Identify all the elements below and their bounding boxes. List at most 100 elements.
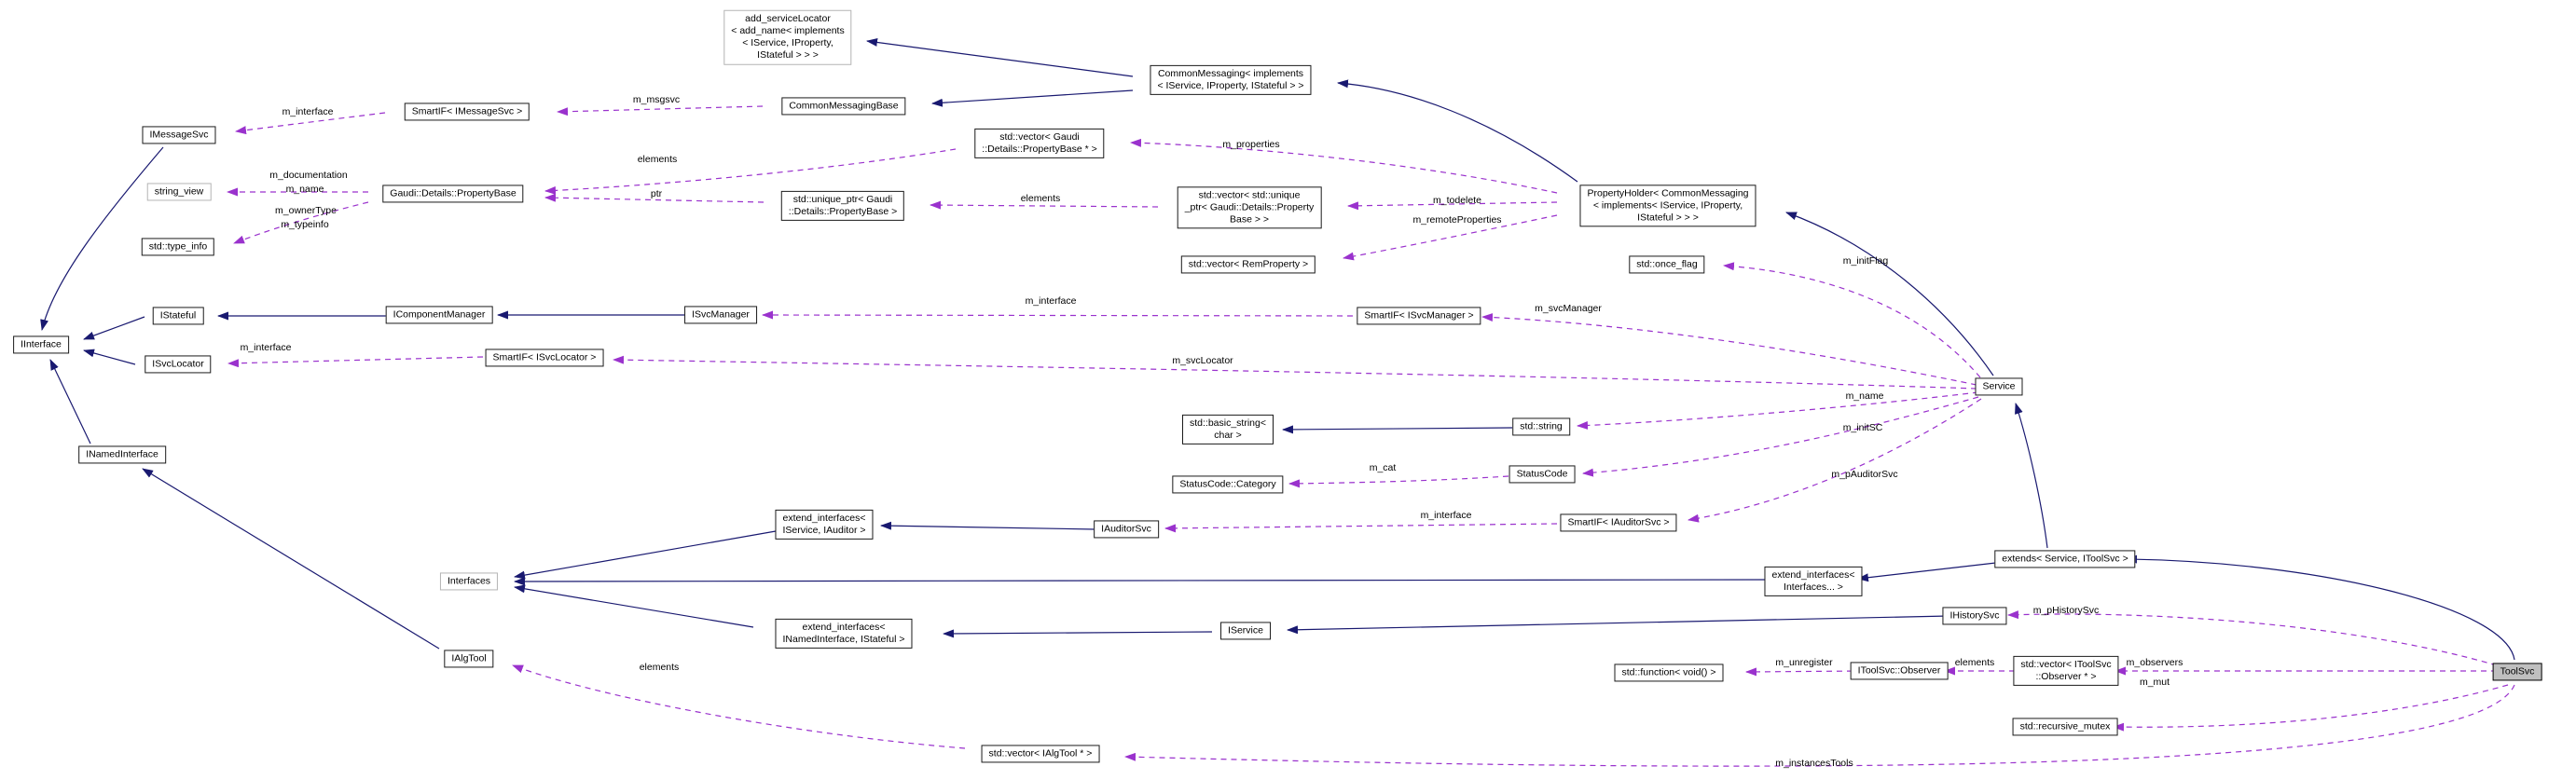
node-toolsvc[interactable]: ToolSvc [2492,663,2542,681]
edge-smartif-iauditorsvc-member [1164,523,1558,533]
node-label-line: std::type_info [148,240,208,253]
node-label-line: std::vector< RemProperty > [1188,258,1309,270]
edge-inamedinterface-to-iinterface [49,359,91,445]
edge-ialgtool-to-inamedinterface [142,468,440,650]
node-vector_itoolsvc_observer[interactable]: std::vector< IToolSvc::Observer * > [2013,655,2119,687]
node-add_service_locator[interactable]: add_serviceLocator< add_name< implements… [723,9,852,65]
edge-label-m_msgsvc: m_msgsvc [633,94,680,105]
node-interfaces[interactable]: Interfaces [439,572,499,591]
node-icomponent_manager[interactable]: IComponentManager [385,306,493,324]
node-smartif_iauditorsvc[interactable]: SmartIF< IAuditorSvc > [1560,513,1677,532]
node-label-line: IStateful > > > [1637,212,1699,224]
node-label-line: PropertyHolder< CommonMessaging [1587,187,1749,199]
edge-vectorpropertybase-elements [544,148,957,195]
edge-label-m_todelete: m_todelete [1433,195,1481,206]
node-ialgtool[interactable]: IAlgTool [444,650,494,668]
edge-commonmessagingbase-msgsvc [557,105,764,116]
node-ihistorysvc[interactable]: IHistorySvc [1942,607,2007,625]
node-label-line: Service [1982,380,2016,392]
edge-iauditorsvc-to-extendinterfaces [880,521,1096,530]
node-vector_property_base_ptr[interactable]: std::vector< Gaudi::Details::PropertyBas… [974,128,1105,159]
edge-service-name [1577,391,1979,430]
edge-smartif-imessagesvc-member [235,112,386,135]
node-label-line: Interfaces [447,575,491,587]
node-label-line: extend_interfaces< [1771,568,1855,581]
node-label-line: ISvcLocator [152,358,204,370]
edge-service-initflag [1723,262,1981,378]
edge-propertyholder-to-commonmessaging [1337,79,1578,183]
edge-extendinterfaces-auditor-to-interfaces [514,530,777,580]
node-label-line: SmartIF< ISvcManager > [1364,309,1474,322]
node-common_messaging[interactable]: CommonMessaging< implements< IService, I… [1150,64,1312,96]
node-iinterface[interactable]: IInterface [13,335,69,354]
node-extends_service_itoolsvc[interactable]: extends< Service, IToolSvc > [1994,550,2136,568]
node-label-line: IAlgTool [451,652,487,664]
node-statuscode_category[interactable]: StatusCode::Category [1172,475,1284,494]
node-common_messaging_base[interactable]: CommonMessagingBase [781,97,906,116]
node-istateful[interactable]: IStateful [152,307,204,325]
edge-label-elements: elements [640,662,680,673]
node-std_recursive_mutex[interactable]: std::recursive_mutex [2012,718,2118,736]
node-std_string[interactable]: std::string [1512,417,1570,436]
node-std_type_info[interactable]: std::type_info [141,238,215,256]
edge-label-m_pAuditorSvc: m_pAuditorSvc [1831,469,1897,480]
node-iservice[interactable]: IService [1220,622,1271,640]
edge-label-ptr: ptr [651,188,663,199]
edge-label-m_initFlag: m_initFlag [1843,255,1889,267]
node-extend_iservice_iauditor[interactable]: extend_interfaces<IService, IAuditor > [775,509,874,541]
node-vector_ialgtool[interactable]: std::vector< IAlgTool * > [981,745,1100,763]
node-label-line: std::string [1520,420,1563,432]
node-inamedinterface[interactable]: INamedInterface [78,445,166,464]
node-smartif_isvcmanager[interactable]: SmartIF< ISvcManager > [1357,307,1481,325]
node-extend_inamed_istateful[interactable]: extend_interfaces<INamedInterface, IStat… [775,618,913,650]
edge-label-m_typeinfo: m_typeinfo [281,219,329,230]
node-std_basic_string[interactable]: std::basic_string<char > [1181,414,1274,445]
node-statuscode[interactable]: StatusCode [1508,465,1576,484]
node-itoolsvc_observer[interactable]: IToolSvc::Observer [1850,662,1949,680]
node-isvclocator[interactable]: ISvcLocator [145,355,212,374]
node-label-line: StatusCode::Category [1179,478,1276,490]
edge-toolsvc-instancestools [1124,684,2515,767]
edge-label-m_mut: m_mut [2140,677,2170,688]
node-label-line: IService [1228,624,1263,636]
node-property_holder[interactable]: PropertyHolder< CommonMessaging< impleme… [1579,185,1756,227]
node-extend_interfaces_dots[interactable]: extend_interfaces<Interfaces... > [1764,566,1863,597]
node-label-line: extend_interfaces< [782,512,866,524]
node-label-line: IStateful [159,309,197,322]
node-label-line: < implements< IService, IProperty, [1592,199,1743,212]
edge-vectorialgtool-elements [512,664,966,749]
node-std_function_void[interactable]: std::function< void() > [1614,664,1724,682]
edge-extendinterfaces-dots-to-interfaces [514,577,1777,586]
edge-iservice-to-extendinterfaces-named [943,629,1213,638]
edge-label-m_svcLocator: m_svcLocator [1172,355,1233,366]
edge-toolsvc-mut [2113,684,2509,732]
edge-service-svclocator [613,355,1977,390]
node-label-line: _ptr< Gaudi::Details::Property [1184,201,1315,213]
edge-extendinterfaces-named-to-interfaces [514,584,754,628]
edge-label-elements: elements [1021,193,1061,204]
node-label-line: Gaudi::Details::PropertyBase [390,187,517,199]
node-std_once_flag[interactable]: std::once_flag [1629,255,1705,274]
node-label-line: SmartIF< IMessageSvc > [411,105,523,117]
node-string_view[interactable]: string_view [146,183,212,201]
node-unique_ptr_property_base[interactable]: std::unique_ptr< Gaudi::Details::Propert… [780,190,905,222]
edge-statuscode-cat [1288,475,1509,488]
node-imessagesvc[interactable]: IMessageSvc [142,126,216,144]
edge-label-m_pHistorySvc: m_pHistorySvc [2033,605,2100,616]
node-service[interactable]: Service [1975,377,2023,396]
node-iauditorsvc[interactable]: IAuditorSvc [1094,520,1159,539]
node-isvc_manager[interactable]: ISvcManager [684,306,757,324]
node-smartif_isvclocator[interactable]: SmartIF< ISvcLocator > [485,349,604,367]
node-property_base[interactable]: Gaudi::Details::PropertyBase [382,185,524,203]
node-label-line: CommonMessaging< implements [1157,67,1304,79]
edge-label-m_interface: m_interface [1421,510,1472,521]
node-vector_rem_property[interactable]: std::vector< RemProperty > [1180,255,1316,274]
node-label-line: ISvcManager [692,308,750,321]
node-smartif_imessagesvc[interactable]: SmartIF< IMessageSvc > [404,103,530,121]
node-label-line: std::vector< Gaudi [999,130,1080,143]
node-vector_unique_ptr[interactable]: std::vector< std::unique_ptr< Gaudi::Det… [1177,186,1322,229]
edge-extends-to-service [2015,403,2048,549]
node-label-line: std::vector< IToolSvc [2020,658,2112,670]
